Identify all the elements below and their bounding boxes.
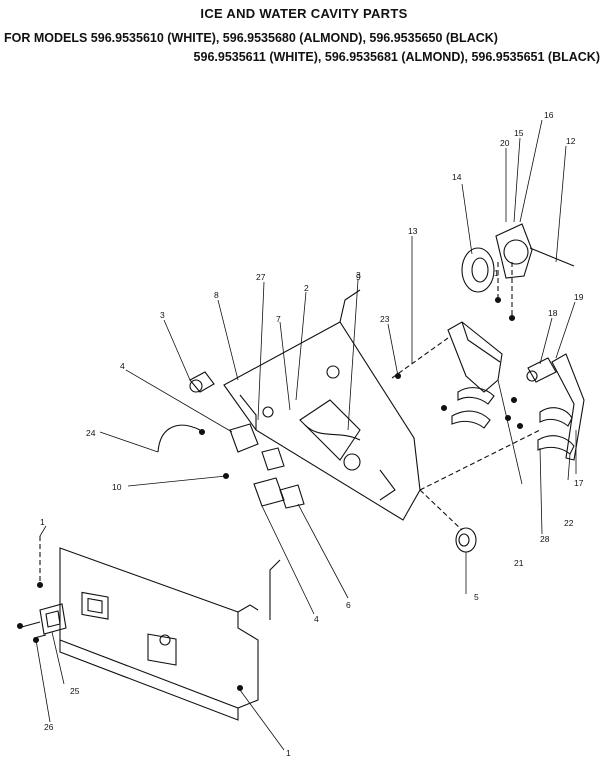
callout-24: 24 <box>86 428 96 438</box>
callout-labels: 1 2 3 3 4 4 5 6 7 8 9 10 12 13 14 15 16 … <box>40 110 584 758</box>
callout-3-left: 3 <box>160 310 165 320</box>
diagram-title: ICE AND WATER CAVITY PARTS <box>200 6 408 21</box>
callout-6: 6 <box>346 600 351 610</box>
callout-4-bottom: 4 <box>314 614 319 624</box>
callout-28: 28 <box>540 534 550 544</box>
callout-21: 21 <box>514 558 524 568</box>
leader-lines <box>35 119 577 751</box>
assembly-lines <box>39 262 541 585</box>
callout-12: 12 <box>566 136 576 146</box>
callout-26: 26 <box>44 722 54 732</box>
callout-27: 27 <box>256 272 266 282</box>
callout-20: 20 <box>500 138 510 148</box>
cavity-housing <box>223 289 421 521</box>
callout-16: 16 <box>544 110 554 120</box>
callout-1-left: 1 <box>40 517 45 527</box>
callout-8: 8 <box>214 290 219 300</box>
wire-harness <box>157 424 201 453</box>
callout-4-left: 4 <box>120 361 125 371</box>
screws <box>16 296 524 692</box>
callout-13: 13 <box>408 226 418 236</box>
callout-14: 14 <box>452 172 462 182</box>
callout-22: 22 <box>564 518 574 528</box>
models-line-2: 596.9535611 (WHITE), 596.9535681 (ALMOND… <box>193 50 600 64</box>
callout-1-screw: 1 <box>494 268 499 278</box>
switch-lower-middle <box>253 477 305 509</box>
callout-17: 17 <box>574 478 584 488</box>
connector-line <box>269 559 281 620</box>
callout-18: 18 <box>548 308 558 318</box>
callout-7: 7 <box>276 314 281 324</box>
fan-blade <box>461 247 495 293</box>
callout-25: 25 <box>70 686 80 696</box>
actuator-assembly <box>447 321 503 393</box>
bumper <box>455 527 477 553</box>
callout-5: 5 <box>474 592 479 602</box>
callout-10: 10 <box>112 482 122 492</box>
callout-19: 19 <box>574 292 584 302</box>
solenoid <box>526 357 557 383</box>
callout-3-top: 3 <box>356 270 361 280</box>
motor <box>189 371 215 393</box>
front-panel <box>59 547 259 721</box>
hex-nut <box>326 365 340 379</box>
callout-2: 2 <box>304 283 309 293</box>
switch-lower-left <box>229 423 285 471</box>
motor-bracket <box>495 223 575 279</box>
callout-23: 23 <box>380 314 390 324</box>
callout-1-bottom: 1 <box>286 748 291 758</box>
callout-15: 15 <box>514 128 524 138</box>
callout-9: 9 <box>356 272 361 282</box>
switch-bracket <box>17 603 67 639</box>
dispenser-lever <box>551 353 585 461</box>
models-line-1: FOR MODELS 596.9535610 (WHITE), 596.9535… <box>4 31 498 45</box>
